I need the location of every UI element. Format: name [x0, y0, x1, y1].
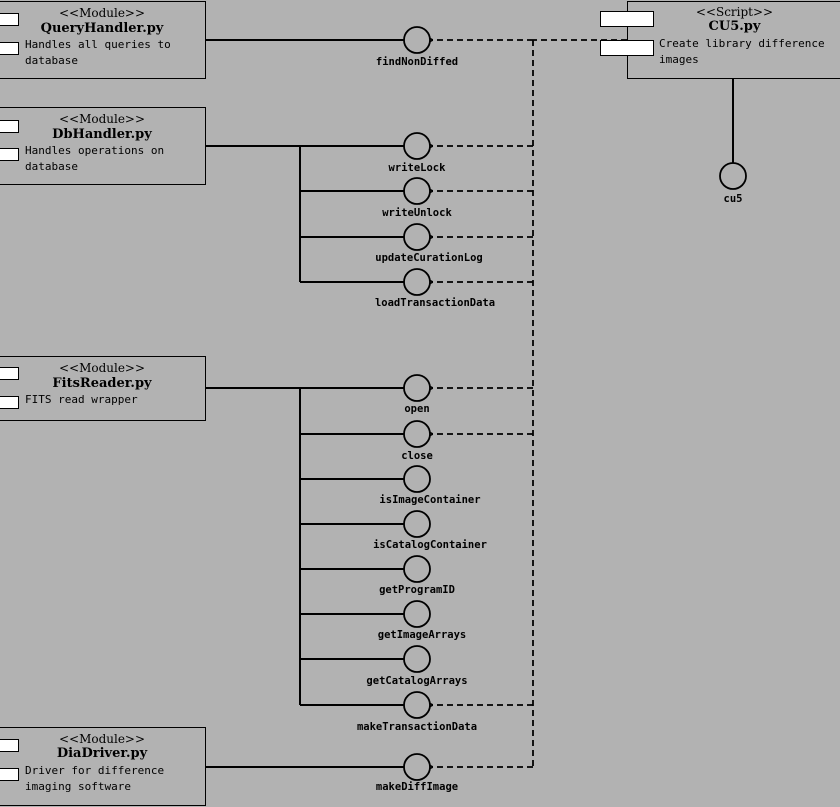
- interface-label-is-image-container: isImageContainer: [379, 494, 481, 506]
- interface-is-catalog-container: [403, 510, 431, 538]
- interface-write-unlock: [403, 177, 431, 205]
- dia-driver-port-bottom: [0, 768, 19, 781]
- interface-label-get-catalog-arrays: getCatalogArrays: [366, 675, 468, 687]
- stereotype-label: <<Script>>: [695, 5, 774, 19]
- interface-update-curation-log: [403, 223, 431, 251]
- stereotype-label: <<Module>>: [58, 112, 146, 126]
- query-handler-port-bottom: [0, 42, 19, 55]
- interface-label-get-program-id: getProgramID: [379, 584, 455, 596]
- interface-label-open: open: [404, 403, 430, 415]
- interface-label-make-diff-image: makeDiffImage: [375, 781, 459, 793]
- query-handler-module: <<Module>> QueryHandler.py Handles all q…: [0, 1, 206, 79]
- interface-label-write-lock: writeLock: [388, 162, 446, 174]
- interface-label-find-non-diffed: findNonDiffed: [375, 56, 459, 68]
- module-name: QueryHandler.py: [40, 21, 164, 36]
- interface-write-lock: [403, 132, 431, 160]
- fits-reader-port-bottom: [0, 396, 19, 409]
- interface-get-catalog-arrays: [403, 645, 431, 673]
- interface-get-image-arrays: [403, 600, 431, 628]
- stereotype-label: <<Module>>: [58, 732, 146, 746]
- interface-label-update-curation-log: updateCurationLog: [375, 252, 483, 264]
- dia-driver-module: <<Module>> DiaDriver.py Driver for diffe…: [0, 727, 206, 806]
- interface-close: [403, 420, 431, 448]
- interface-cu5: [719, 162, 747, 190]
- module-name: DiaDriver.py: [56, 746, 148, 761]
- interface-label-make-transaction-data: makeTransactionData: [356, 721, 478, 733]
- interface-load-transaction-data: [403, 268, 431, 296]
- interface-get-program-id: [403, 555, 431, 583]
- cu5-port-top: [600, 11, 654, 27]
- interface-make-diff-image: [403, 753, 431, 781]
- db-handler-port-bottom: [0, 148, 19, 161]
- module-name: DbHandler.py: [52, 127, 152, 142]
- interface-label-close: close: [401, 450, 433, 462]
- cu5-script: <<Script>> CU5.py Create library differe…: [627, 1, 840, 79]
- interface-label-get-image-arrays: getImageArrays: [377, 629, 467, 641]
- stereotype-label: <<Module>>: [58, 361, 146, 375]
- interface-open: [403, 374, 431, 402]
- dia-driver-port-top: [0, 739, 19, 752]
- query-handler-port-top: [0, 13, 19, 26]
- interface-make-transaction-data: [403, 691, 431, 719]
- module-description: Handles all queries to database: [25, 38, 171, 67]
- interface-find-non-diffed: [403, 26, 431, 54]
- interface-is-image-container: [403, 465, 431, 493]
- module-description: Handles operations on database: [25, 144, 165, 173]
- script-description: Create library difference images: [659, 37, 825, 66]
- script-name: CU5.py: [708, 19, 761, 34]
- interface-label-load-transaction-data: loadTransactionData: [374, 297, 496, 309]
- fits-reader-port-top: [0, 367, 19, 380]
- fits-reader-module: <<Module>> FitsReader.py FITS read wrapp…: [0, 356, 206, 421]
- stereotype-label: <<Module>>: [58, 6, 146, 20]
- module-description: FITS read wrapper: [25, 393, 138, 406]
- cu5-port-bottom: [600, 40, 654, 56]
- interface-label-is-catalog-container: isCatalogContainer: [373, 539, 487, 551]
- db-handler-module: <<Module>> DbHandler.py Handles operatio…: [0, 107, 206, 185]
- module-name: FitsReader.py: [52, 376, 152, 391]
- interface-label-write-unlock: writeUnlock: [382, 207, 452, 219]
- interface-label-cu5: cu5: [723, 193, 743, 205]
- db-handler-port-top: [0, 120, 19, 133]
- module-description: Driver for difference imaging software: [25, 764, 165, 793]
